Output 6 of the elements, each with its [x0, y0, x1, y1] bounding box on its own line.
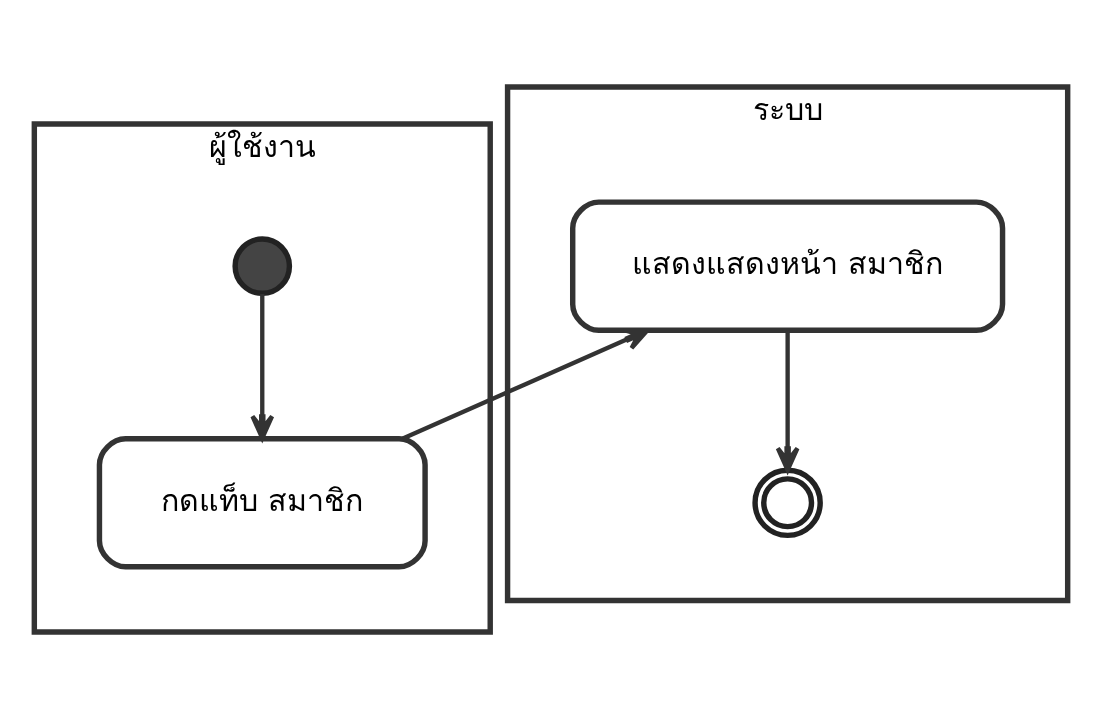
- node-box: แสดงแสดงหน้า สมาชิก: [570, 199, 1006, 333]
- node-circle: [752, 467, 823, 539]
- node-circle: [232, 236, 293, 296]
- node-box: กดแท็บ สมาชิก: [96, 436, 428, 570]
- arrow: [250, 294, 275, 441]
- arrow: [775, 330, 800, 473]
